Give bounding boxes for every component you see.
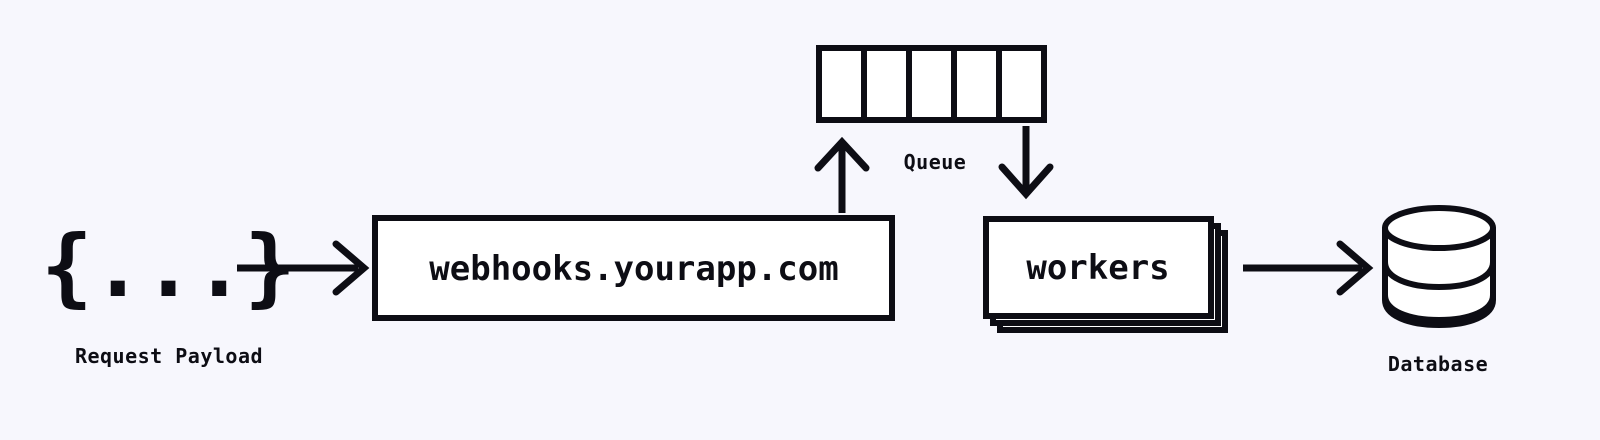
request-payload-caption: Request Payload	[74, 344, 264, 368]
node-queue-cells[interactable]	[816, 45, 1047, 123]
workers-label: workers	[1026, 248, 1170, 288]
database-band-1	[1382, 259, 1496, 291]
database-top-ellipse	[1382, 205, 1496, 251]
edge-payload-to-webhooks-icon	[237, 240, 370, 296]
node-database-cylinder[interactable]	[1382, 205, 1496, 328]
request-payload-glyph: {...}	[41, 217, 296, 317]
webhooks-endpoint-label: webhooks.yourapp.com	[429, 249, 839, 289]
node-workers-stack[interactable]	[983, 216, 1228, 333]
edge-workers-to-database-icon	[1243, 240, 1374, 296]
edge-webhooks-to-queue-icon	[814, 136, 870, 213]
queue-caption: Queue	[903, 150, 967, 174]
node-webhooks-endpoint-box[interactable]	[372, 215, 895, 321]
database-caption: Database	[1387, 352, 1489, 376]
workers-stack-layer-front	[983, 216, 1214, 319]
database-band-2	[1382, 292, 1496, 324]
edge-queue-to-workers-icon	[998, 126, 1054, 200]
